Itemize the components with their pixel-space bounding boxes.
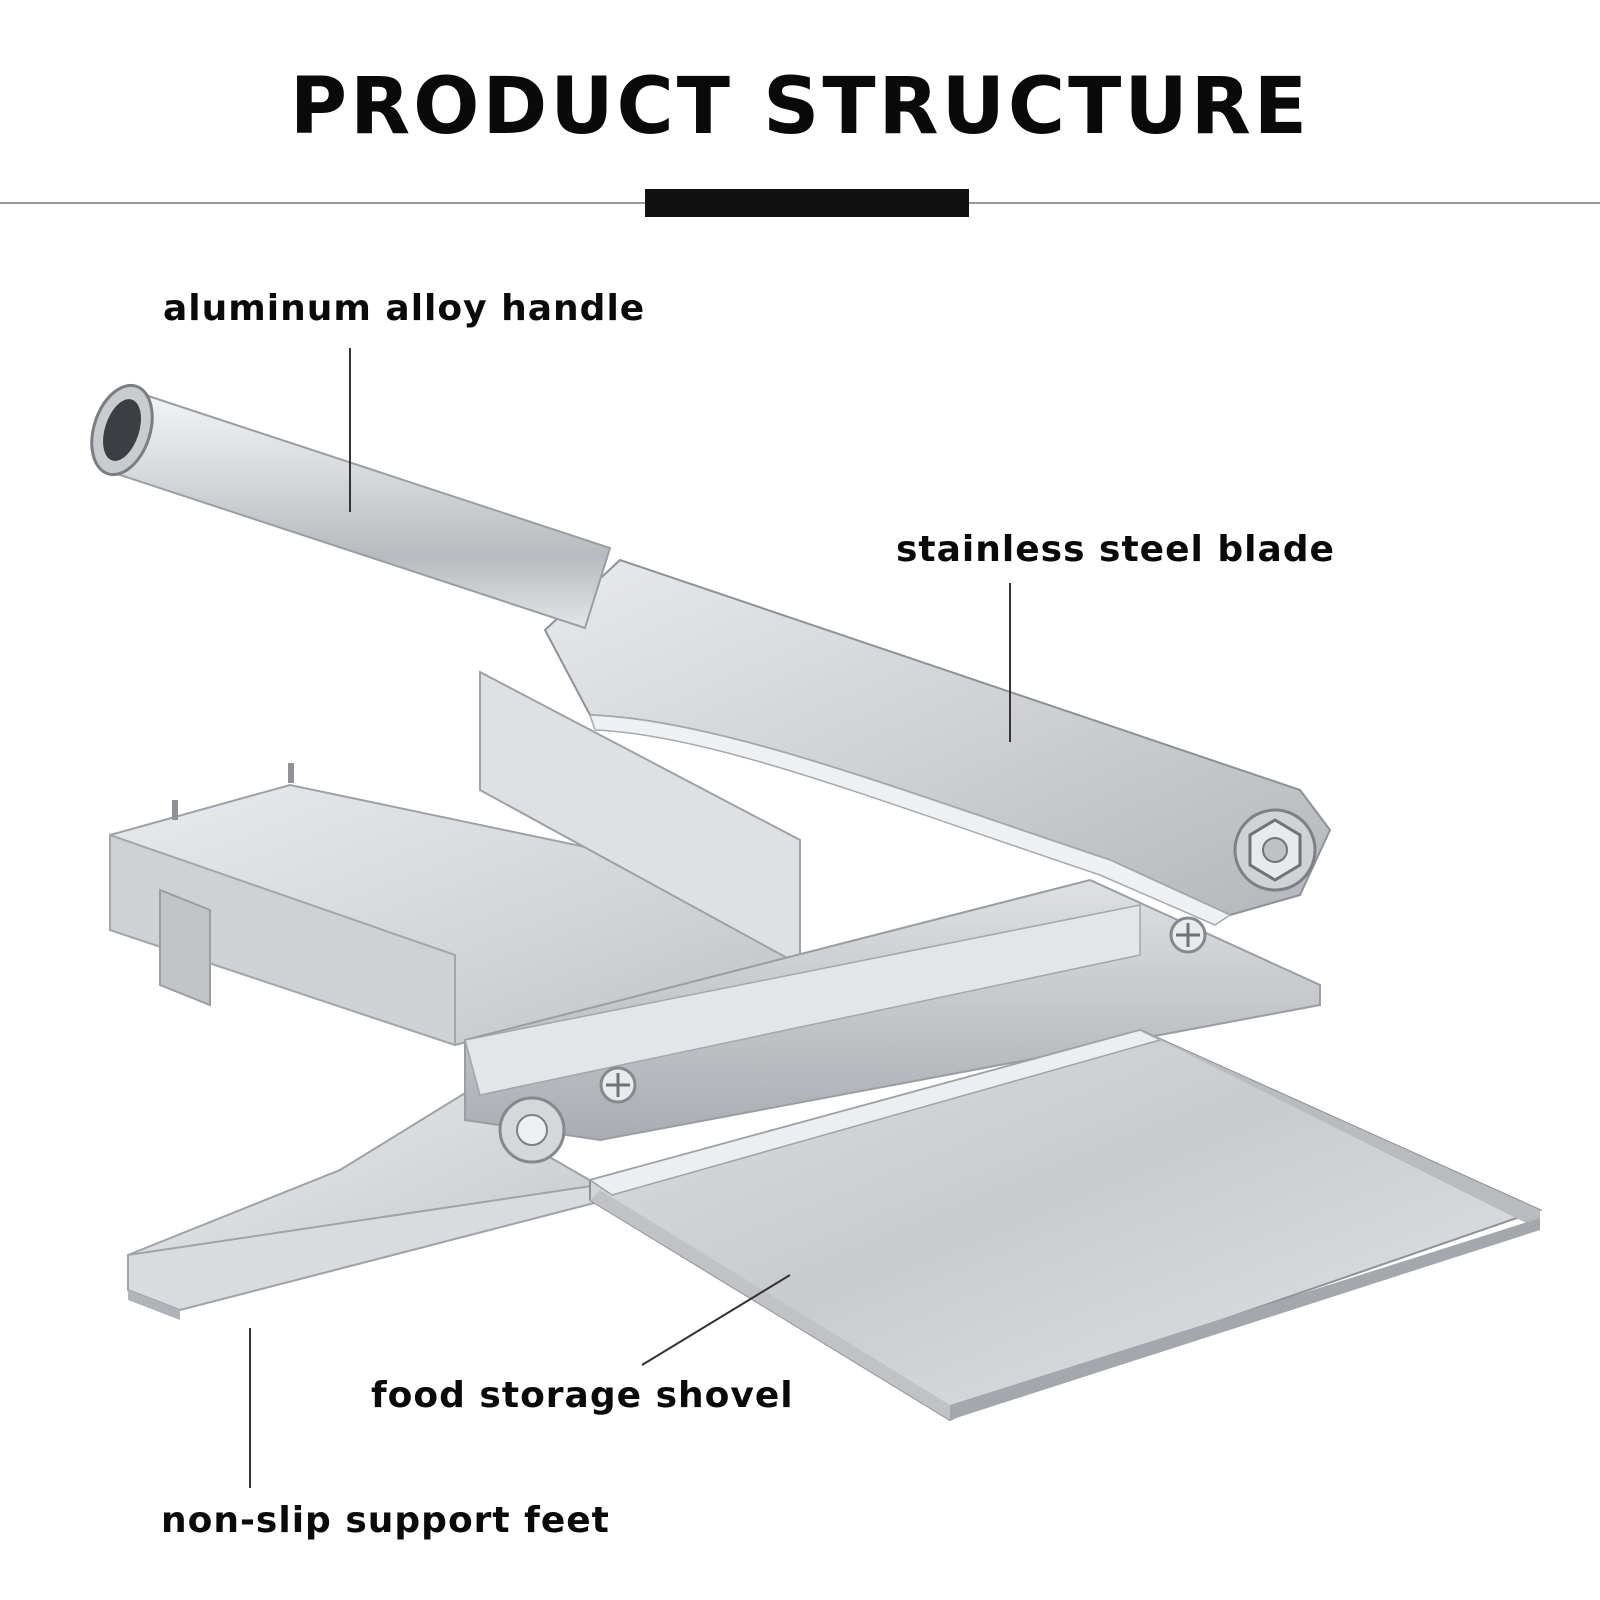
label-stainless-steel-blade: stainless steel blade	[896, 529, 1335, 570]
aluminum-handle	[90, 383, 612, 630]
page-title: PRODUCT STRUCTURE	[289, 62, 1311, 152]
base-rail	[464, 878, 1321, 1164]
label-non-slip-support-feet: non-slip support feet	[161, 1500, 610, 1541]
food-storage-tray	[588, 1028, 1543, 1422]
label-food-storage-shovel: food storage shovel	[371, 1375, 794, 1416]
support-foot-left	[127, 1088, 599, 1320]
callout-lines	[249, 348, 1011, 1488]
feeding-plate	[109, 670, 801, 1047]
stainless-steel-blade	[543, 558, 1332, 926]
title-accent-bar	[645, 189, 969, 217]
label-aluminum-alloy-handle: aluminum alloy handle	[163, 288, 646, 329]
